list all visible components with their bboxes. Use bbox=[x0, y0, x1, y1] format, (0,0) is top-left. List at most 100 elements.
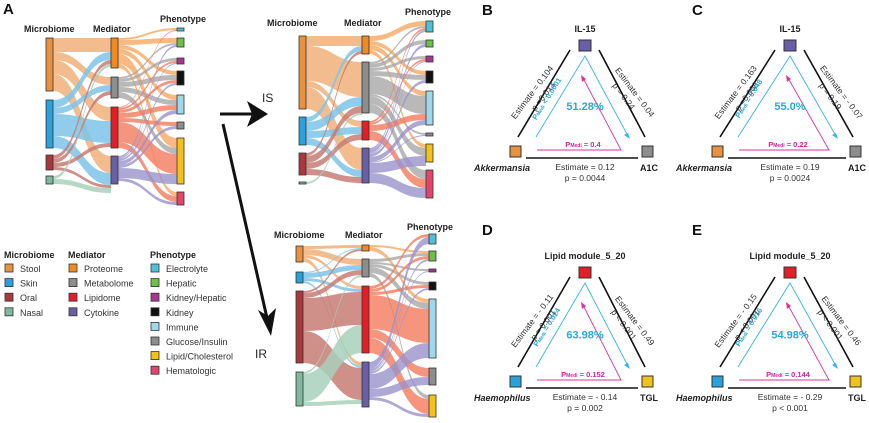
sankey-flow bbox=[369, 173, 426, 198]
sankey-flow bbox=[53, 64, 111, 179]
label-is: IS bbox=[262, 91, 273, 105]
legend-item-cytokine: Cytokine bbox=[84, 308, 119, 318]
arrowhead-magenta bbox=[581, 75, 586, 82]
header-microbiome-is: Microbiome bbox=[267, 18, 318, 28]
sankey-flow bbox=[369, 295, 429, 343]
panel-letter-a: A bbox=[3, 1, 14, 18]
node-hepatic bbox=[425, 39, 434, 48]
header-phenotype: Phenotype bbox=[160, 14, 206, 24]
node-phenotype bbox=[641, 375, 654, 388]
node-label-left: Akkermansia bbox=[675, 163, 732, 173]
sankey-flow bbox=[369, 329, 429, 377]
legend-swatch bbox=[150, 336, 160, 346]
edge-left bbox=[719, 276, 776, 368]
legend-swatch bbox=[150, 365, 160, 375]
node-kidney-hepatic bbox=[428, 268, 437, 273]
legend-item-glucose-insulin: Glucose/Insulin bbox=[166, 337, 228, 347]
node-kidney-hepatic bbox=[425, 55, 434, 63]
pmedi-reverse: PMedi = 0.22 bbox=[768, 140, 808, 149]
legend-item-nasal: Nasal bbox=[20, 308, 43, 318]
node-glucose-insulin bbox=[176, 121, 185, 130]
sankey-flow bbox=[118, 61, 177, 110]
sankey-flow bbox=[369, 26, 426, 64]
legend-swatch bbox=[150, 278, 160, 288]
node-electrolyte bbox=[176, 27, 185, 32]
node-label-right: A1C bbox=[848, 163, 867, 173]
node-microbe bbox=[711, 375, 724, 388]
reverse-path-magenta bbox=[537, 77, 622, 151]
sankey-flow bbox=[303, 249, 362, 293]
node-lipid-cholesterol bbox=[425, 143, 434, 163]
node-proteome bbox=[361, 35, 370, 55]
sankey-flow bbox=[369, 96, 426, 156]
sankey-flow bbox=[53, 38, 111, 52]
sankey-flow bbox=[369, 285, 429, 295]
node-label-top: IL-15 bbox=[779, 24, 800, 34]
header-microbiome-ir: Microbiome bbox=[274, 230, 325, 240]
sankey-flow bbox=[303, 245, 362, 249]
header-microbiome: Microbiome bbox=[24, 24, 75, 34]
edge-right bbox=[598, 49, 646, 138]
indirect-path-cyan bbox=[535, 55, 629, 138]
legend-swatch bbox=[150, 351, 160, 361]
arrowhead-magenta bbox=[581, 302, 586, 309]
legend-title-mediator: Mediator bbox=[68, 250, 106, 260]
sankey-flow bbox=[303, 292, 362, 331]
header-mediator-is: Mediator bbox=[344, 18, 382, 28]
sankey-flow bbox=[306, 97, 362, 131]
node-microbe bbox=[711, 145, 724, 158]
sankey-flow bbox=[303, 325, 362, 402]
sankey-flow bbox=[53, 60, 111, 159]
bottom-edge-estimate: Estimate = - 0.14 bbox=[553, 392, 618, 402]
node-electrolyte bbox=[428, 233, 437, 245]
sankey-flow bbox=[53, 91, 111, 163]
sankey-flow bbox=[369, 28, 426, 123]
arrowhead-cyan bbox=[624, 363, 630, 369]
node-cytokine bbox=[361, 147, 370, 184]
node-hepatic bbox=[176, 37, 185, 48]
edge-right bbox=[803, 276, 854, 368]
node-proteome bbox=[110, 37, 119, 69]
header-mediator-ir: Mediator bbox=[345, 230, 383, 240]
legend-item-hepatic: Hepatic bbox=[166, 279, 197, 289]
sankey-nodes bbox=[45, 27, 185, 206]
mediation-percent: 51.28% bbox=[566, 101, 604, 113]
arrowhead-cyan bbox=[832, 133, 838, 139]
mediation-percent: 54.98% bbox=[771, 330, 809, 342]
sankey-flow bbox=[53, 179, 111, 193]
legend-item-proteome: Proteome bbox=[84, 264, 123, 274]
indirect-path-cyan bbox=[535, 282, 629, 368]
node-metabolome bbox=[361, 258, 370, 278]
legend-item-stool: Stool bbox=[20, 264, 41, 274]
sankey-flow bbox=[306, 51, 362, 156]
sankey-flow bbox=[369, 61, 426, 154]
sankey-flow bbox=[118, 43, 177, 79]
sankey-flow bbox=[303, 275, 362, 374]
node-glucose-insulin bbox=[425, 132, 434, 137]
sankey-flow bbox=[369, 21, 426, 41]
legend-item-oral: Oral bbox=[20, 293, 37, 303]
legend-swatch bbox=[150, 307, 160, 317]
sankey-flow bbox=[118, 38, 177, 45]
sankey-flow bbox=[118, 83, 177, 161]
node-immune bbox=[425, 90, 434, 126]
node-stool bbox=[298, 35, 307, 110]
sankey-flow bbox=[369, 262, 429, 271]
legend-item-lipidome: Lipidome bbox=[84, 293, 121, 303]
sankey-flow bbox=[369, 135, 426, 163]
legend-swatch bbox=[68, 307, 78, 317]
sankey-flow bbox=[369, 59, 426, 125]
node-oral bbox=[45, 154, 54, 171]
reverse-path-magenta bbox=[739, 77, 830, 151]
sankey-flow bbox=[369, 30, 426, 150]
label-ir: IR bbox=[255, 347, 267, 361]
node-lipidome bbox=[361, 120, 370, 141]
legend: MicrobiomeStoolSkinOralNasalMediatorProt… bbox=[4, 250, 233, 376]
node-mediator bbox=[783, 39, 797, 52]
node-stool bbox=[45, 37, 54, 92]
pmedi-reverse: PMedi = 0.152 bbox=[561, 370, 605, 379]
sankey-nodes bbox=[295, 233, 437, 418]
legend-swatch bbox=[68, 278, 78, 288]
